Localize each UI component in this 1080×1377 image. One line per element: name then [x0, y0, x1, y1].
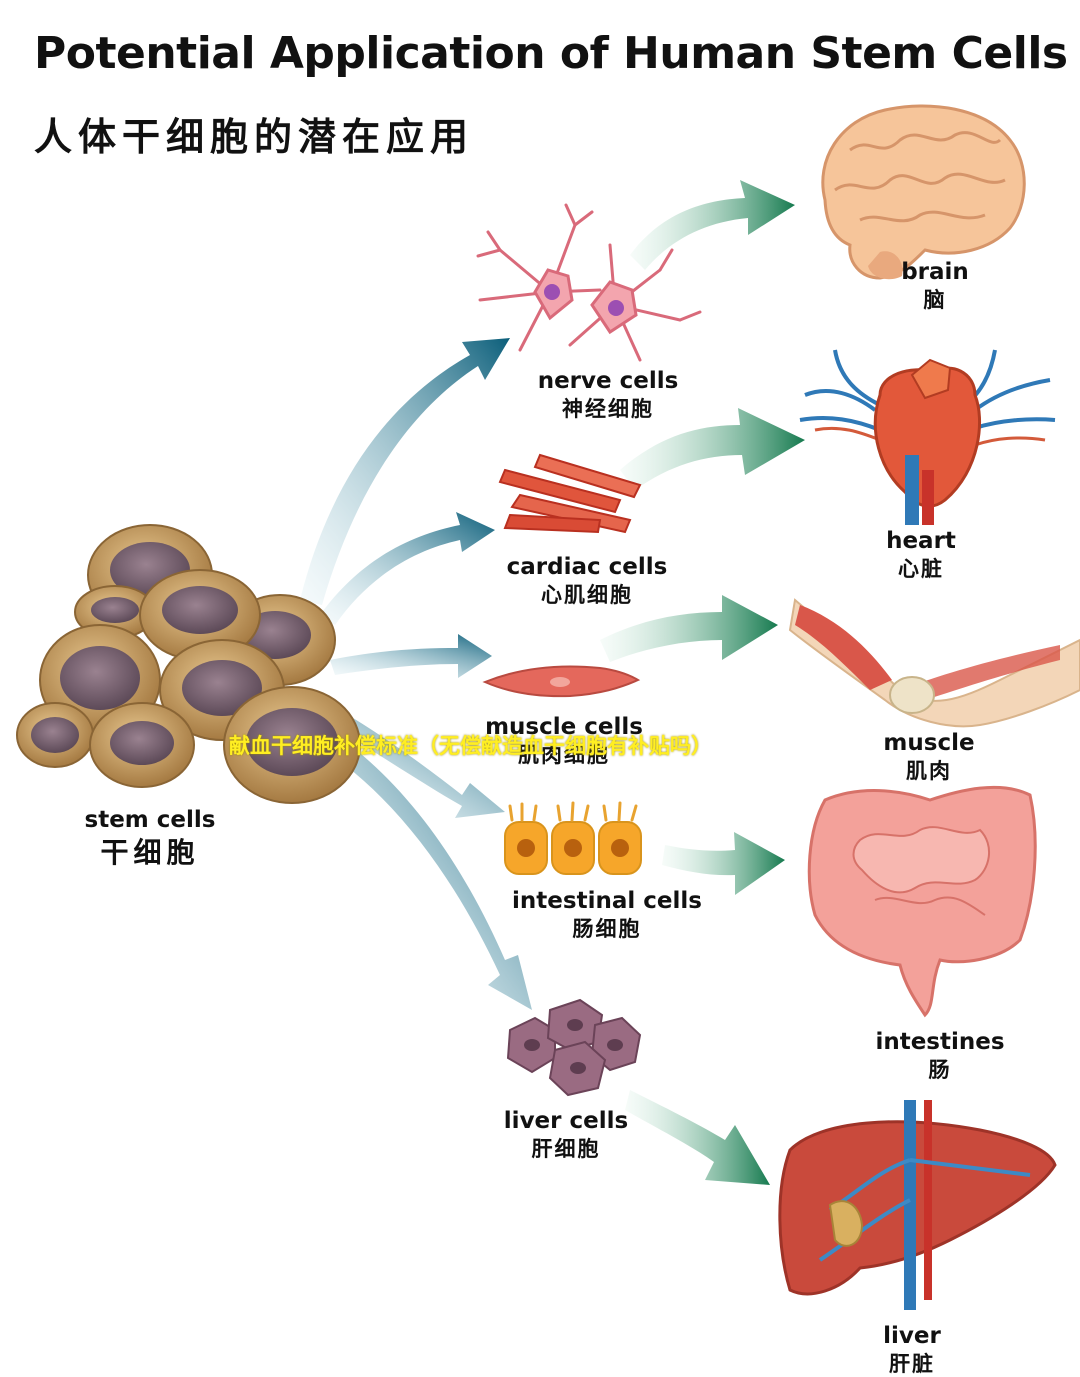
arrow-to-liver-cells: [345, 745, 532, 1010]
muscle-cell-icon: [482, 665, 641, 698]
stem-to-cell-arrows: [300, 338, 532, 1010]
liver-cells-label: liver cells 肝细胞: [504, 1107, 628, 1162]
cardiac-cells-label-en: cardiac cells: [506, 554, 668, 580]
muscle-icon: [788, 598, 1080, 728]
nerve-cells-label-en: nerve cells: [537, 368, 679, 394]
stem-cells-label-en: stem cells: [84, 807, 216, 833]
stem-cells-label: stem cells 干细胞: [85, 806, 216, 870]
intestines-icon: [807, 785, 1037, 1018]
arrow-to-brain: [630, 180, 795, 270]
brain-icon: [821, 104, 1026, 280]
stem-cell: [16, 702, 94, 768]
muscle-label: muscle 肌肉: [883, 729, 974, 784]
intestinal-cells-label: intestinal cells 肠细胞: [512, 887, 702, 942]
stem-cell: [89, 702, 195, 788]
stem-cell: [223, 686, 361, 804]
liver-cell-icon: [506, 998, 642, 1097]
intestines-label-zh: 肠: [928, 1057, 952, 1082]
intestines-label: intestines 肠: [875, 1028, 1004, 1083]
intestines-label-en: intestines: [875, 1029, 1005, 1055]
stem-cells-label-zh: 干细胞: [100, 835, 200, 869]
muscle-cells-label-en: muscle cells: [485, 714, 643, 740]
arrow-to-nerve-cells: [300, 338, 510, 605]
cardiac-cells-label: cardiac cells 心肌细胞: [507, 553, 668, 608]
liver-icon: [778, 1100, 1057, 1310]
stem-cells-illustration: [16, 524, 361, 804]
muscle-label-zh: 肌肉: [906, 758, 952, 783]
liver-label: liver 肝脏: [883, 1322, 941, 1377]
arrow-to-muscle: [600, 595, 778, 662]
cell-to-organ-arrows: [600, 180, 805, 1185]
nerve-cells-label-zh: 神经细胞: [561, 396, 654, 421]
muscle-cells-label: muscle cells 肌肉细胞: [485, 713, 643, 768]
arrow-to-heart: [620, 408, 805, 490]
muscle-label-en: muscle: [883, 730, 975, 756]
page-subtitle: 人体干细胞的潜在应用: [34, 115, 475, 159]
heart-icon: [799, 349, 1056, 525]
arrow-to-intestines: [662, 832, 785, 895]
arrow-to-cardiac-cells: [320, 512, 495, 625]
intestinal-cell-icon: [504, 801, 642, 875]
brain-label: brain 脑: [901, 258, 969, 313]
heart-label: heart 心脏: [886, 527, 956, 582]
page-title: Potential Application of Human Stem Cell…: [34, 28, 1068, 79]
cardiac-cells-label-zh: 心肌细胞: [540, 582, 633, 607]
arrow-to-muscle-cells: [330, 634, 492, 678]
liver-cells-label-en: liver cells: [503, 1108, 629, 1134]
heart-label-en: heart: [886, 528, 956, 554]
intestinal-cells-label-zh: 肠细胞: [572, 916, 642, 941]
liver-label-en: liver: [883, 1323, 941, 1349]
intestinal-cells-label-en: intestinal cells: [512, 888, 702, 914]
nerve-cell-icon: [476, 203, 702, 362]
heart-label-zh: 心脏: [898, 556, 944, 581]
arrow-to-intestinal-cells: [335, 710, 505, 818]
brain-label-en: brain: [901, 259, 969, 285]
watermark-caption: 献血干细胞补偿标准（无偿献造血干细胞有补贴吗）: [229, 734, 712, 758]
liver-cells-label-zh: 肝细胞: [531, 1136, 601, 1161]
muscle-cells-label-zh: 肌肉细胞: [517, 742, 610, 767]
stem-cell: [139, 569, 261, 661]
arrow-to-liver: [625, 1090, 770, 1185]
liver-label-zh: 肝脏: [888, 1351, 935, 1376]
nerve-cells-label: nerve cells 神经细胞: [538, 367, 679, 422]
brain-label-zh: 脑: [923, 287, 947, 312]
cardiac-cell-icon: [498, 453, 642, 534]
